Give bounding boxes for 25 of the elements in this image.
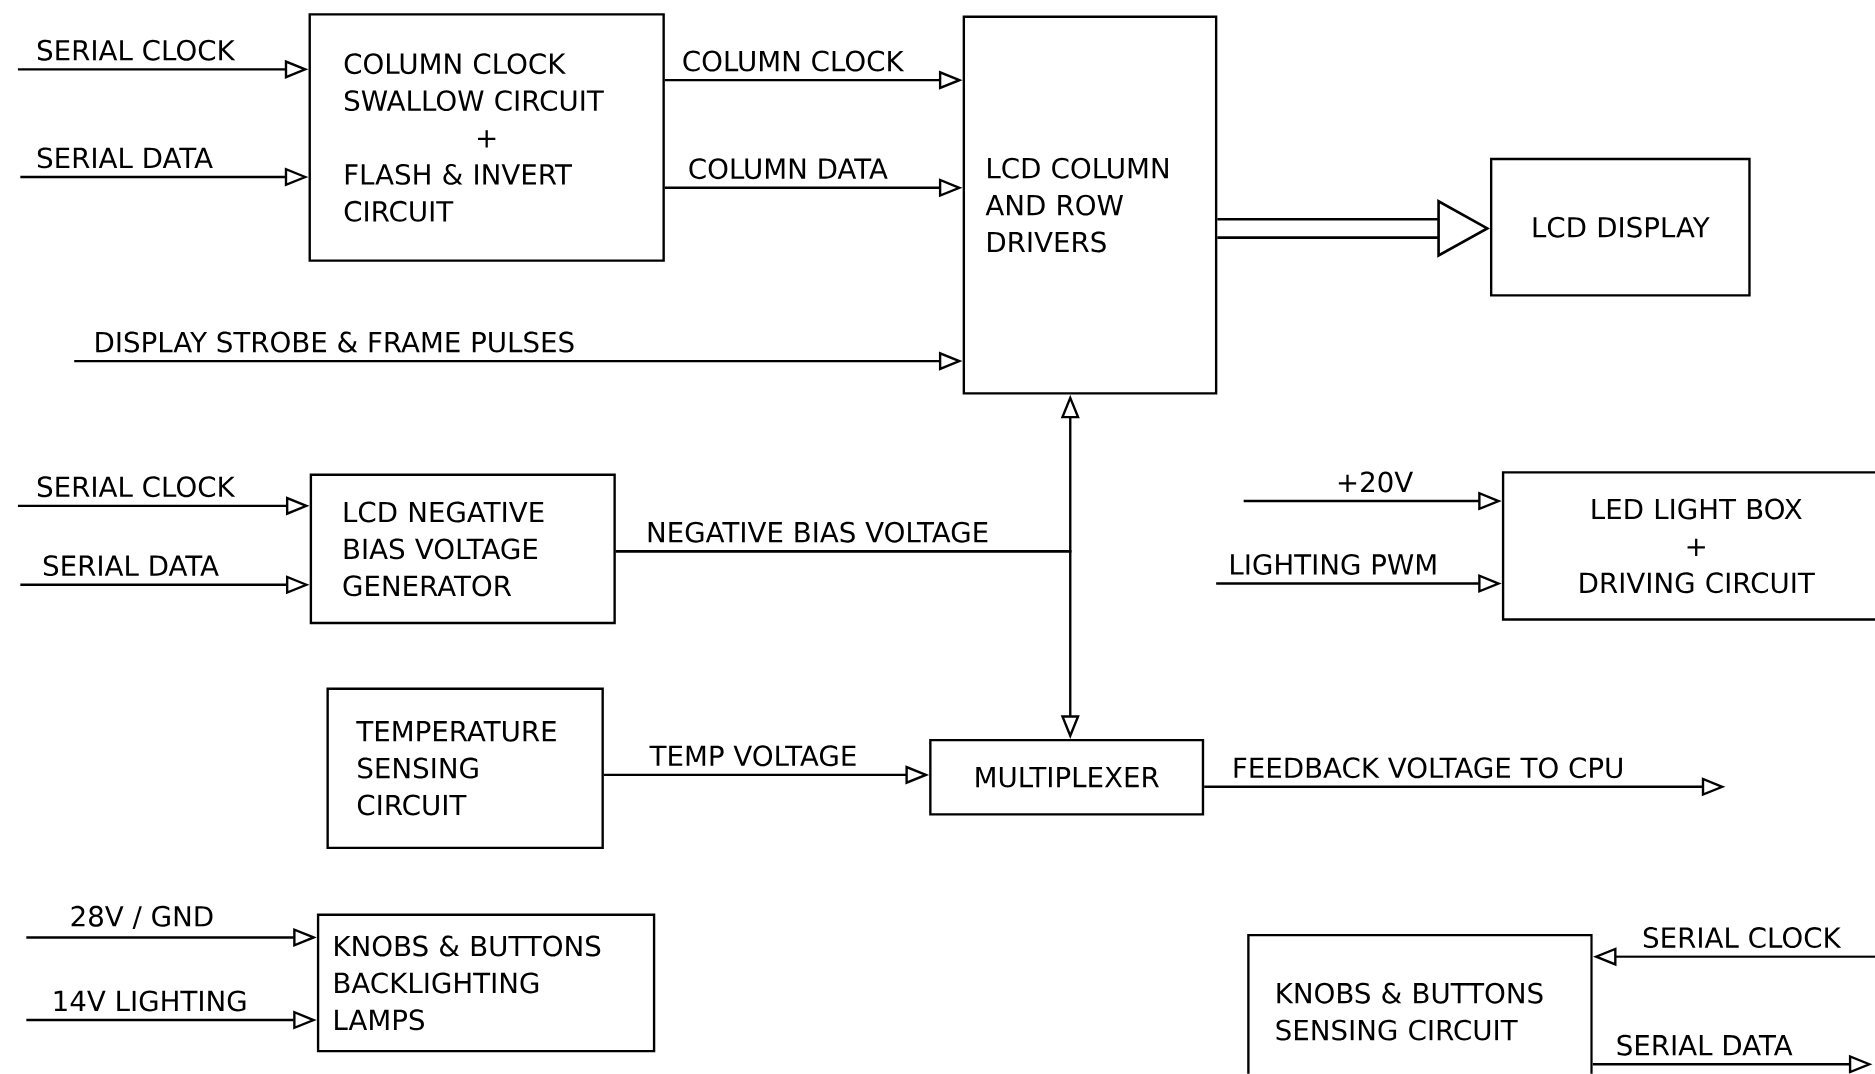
edge-label: FEEDBACK VOLTAGE TO CPU: [1229, 754, 1627, 781]
edge-label: LIGHTING PWM: [1225, 551, 1441, 578]
block-box: MULTIPLEXER: [929, 739, 1205, 816]
block-box: LCD COLUMN AND ROW DRIVERS: [962, 15, 1218, 395]
edge-label: 28V / GND: [66, 903, 217, 932]
edge-label: +20V: [1333, 468, 1416, 496]
edge-label: 14V LIGHTING: [49, 987, 251, 1015]
block-box: KNOBS & BUTTONS SENSING CIRCUIT: [1247, 934, 1593, 1074]
edge-label: COLUMN CLOCK: [679, 48, 907, 75]
edge-label: SERIAL DATA: [1613, 1032, 1796, 1059]
edge-label: DISPLAY STROBE & FRAME PULSES: [90, 329, 578, 356]
edge-label: NEGATIVE BIAS VOLTAGE: [643, 519, 992, 546]
edge-label: COLUMN DATA: [685, 155, 891, 182]
edge-label: TEMP VOLTAGE: [646, 742, 860, 769]
block-box: LCD NEGATIVE BIAS VOLTAGE GENERATOR: [309, 473, 616, 625]
block-box: COLUMN CLOCK SWALLOW CIRCUIT + FLASH & INVERT CIRCUIT: [308, 13, 665, 262]
edge-label: SERIAL CLOCK: [1639, 924, 1844, 951]
edge-label: SERIAL DATA: [39, 552, 222, 579]
edge-label: SERIAL CLOCK: [33, 37, 238, 64]
edge-label: SERIAL CLOCK: [33, 473, 238, 500]
edge-label: SERIAL DATA: [33, 144, 216, 172]
block-box: KNOBS & BUTTONS BACKLIGHTING LAMPS: [316, 913, 656, 1053]
block-box: TEMPERATURE SENSING CIRCUIT: [326, 687, 604, 850]
block-box: LED LIGHT BOX + DRIVING CIRCUIT: [1501, 471, 1875, 621]
block-box: LCD DISPLAY: [1489, 157, 1751, 297]
